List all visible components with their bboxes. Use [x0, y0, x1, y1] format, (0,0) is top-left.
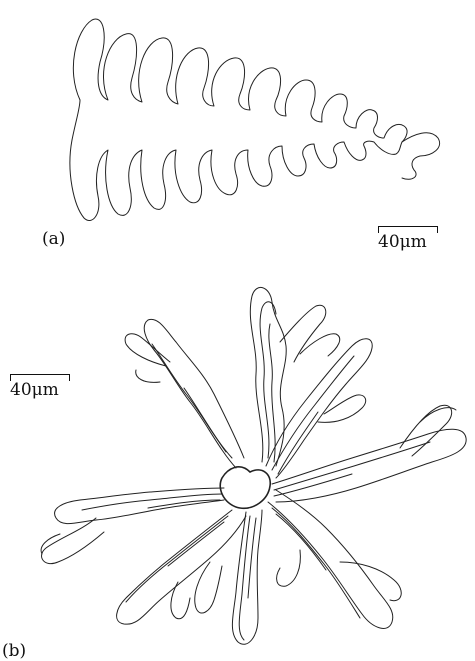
panel-b-scale-bar: 40μm	[10, 374, 72, 402]
panel-b-dendrite-outlines	[0, 262, 475, 661]
panel-b: (b) 40μm	[0, 262, 475, 661]
panel-a-scale-label: 40μm	[378, 232, 427, 252]
panel-a-label: (a)	[42, 230, 65, 248]
panel-a-dendrite-outline	[0, 0, 475, 260]
panel-a: (a) 40μm	[0, 0, 475, 260]
panel-b-label: (b)	[2, 642, 26, 660]
panel-a-scale-bar: 40μm	[378, 226, 440, 254]
panel-b-scale-label: 40μm	[10, 380, 59, 400]
